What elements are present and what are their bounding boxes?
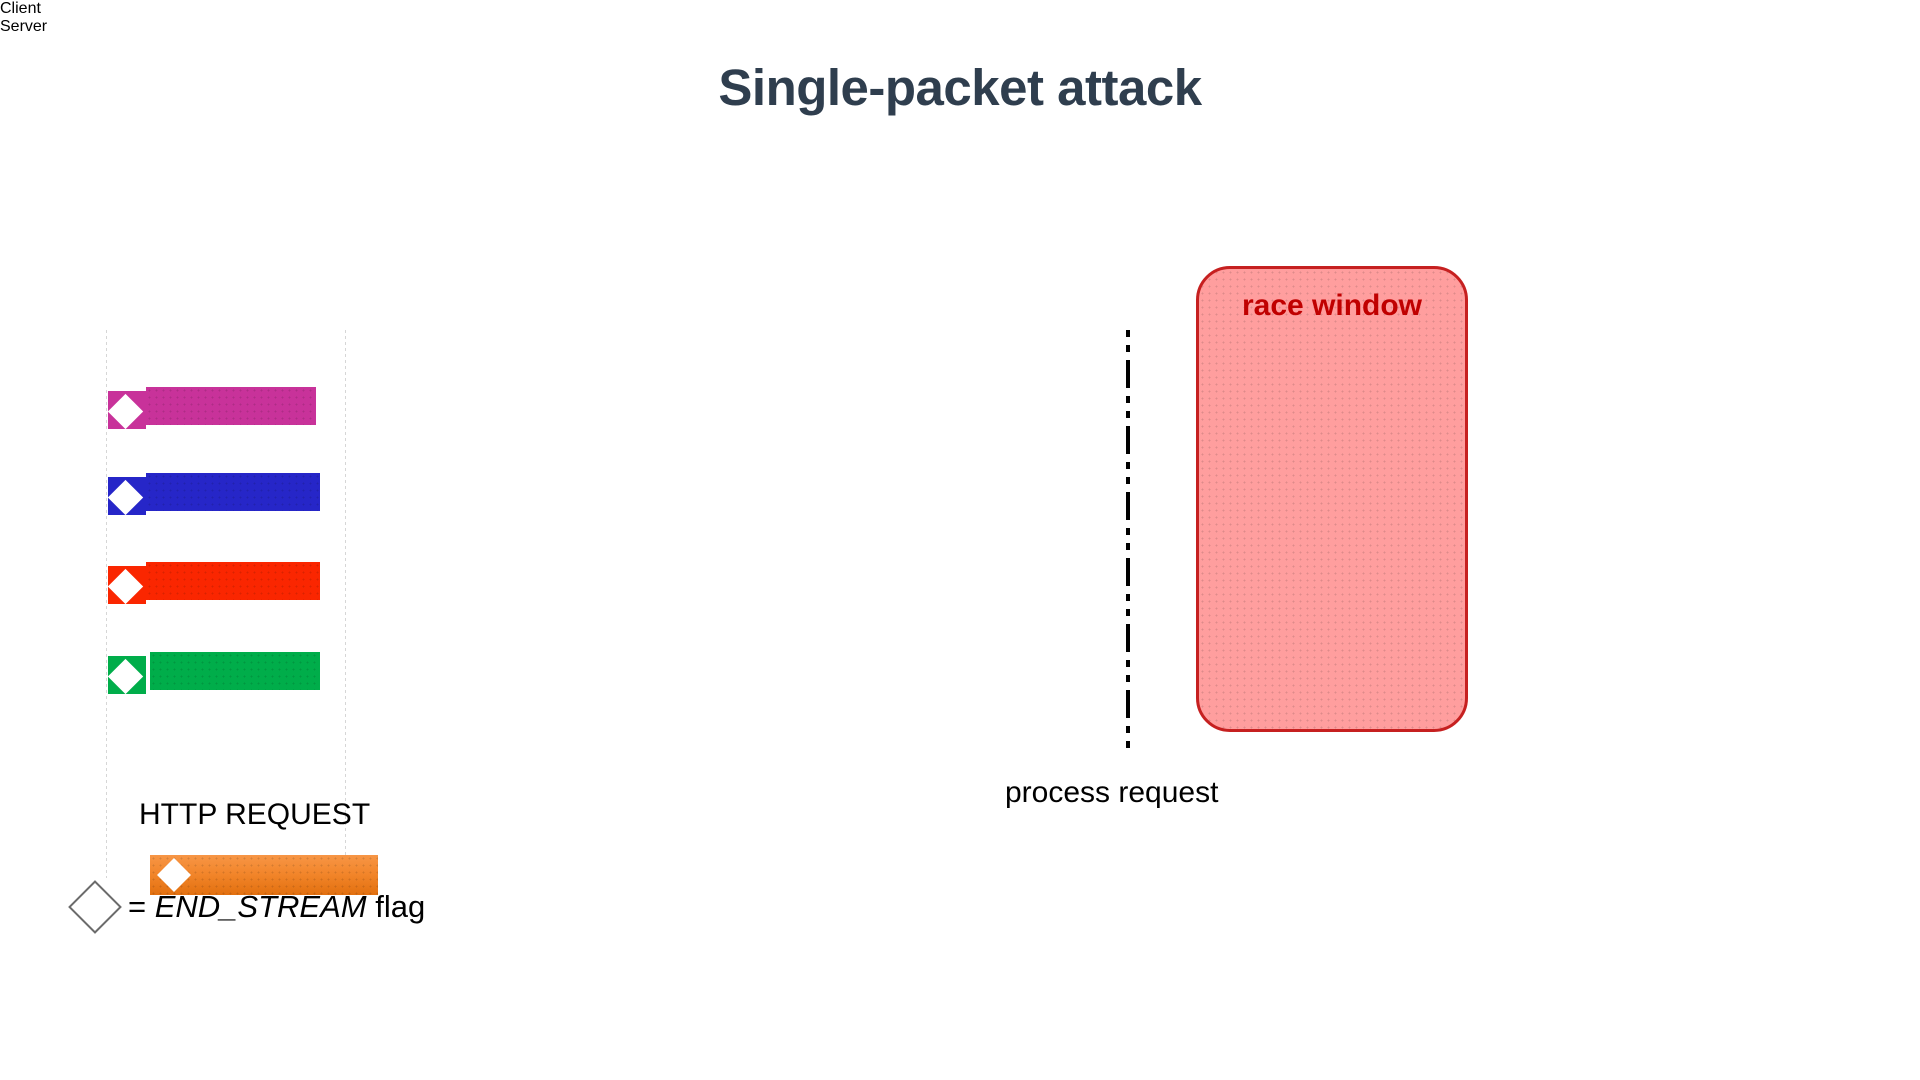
flag-name: END_STREAM: [154, 889, 367, 924]
request-bar-magenta: [107, 387, 316, 430]
end-stream-diamond-icon: [107, 393, 144, 430]
http-request-legend-label: HTTP REQUEST: [139, 798, 371, 831]
race-window-texture: [1199, 269, 1465, 729]
race-window-label: race window: [1241, 289, 1423, 322]
request-bar-header-segment: [107, 656, 146, 695]
request-bar-header-segment: [107, 566, 146, 605]
request-bar-texture: [150, 652, 320, 690]
end-stream-flag-text: = END_STREAM flag: [128, 889, 425, 925]
request-bar-red: [107, 562, 320, 605]
flag-equals-sign: =: [128, 889, 155, 924]
end-stream-diamond-icon: [107, 479, 144, 516]
request-bar-header-segment: [107, 391, 146, 430]
process-request-label: process request: [1005, 776, 1219, 809]
request-bar-body-segment: [146, 473, 320, 511]
dash-dot-line-icon: [1126, 330, 1130, 755]
end-stream-diamond-icon: [157, 858, 191, 892]
end-stream-diamond-icon: [107, 568, 144, 605]
request-bar-header-segment: [107, 477, 146, 516]
request-bar-texture: [146, 387, 316, 425]
request-bar-body-segment: [146, 562, 320, 600]
client-guide-line-0: [106, 330, 107, 878]
flag-suffix: flag: [366, 889, 426, 924]
request-bar-texture: [146, 473, 320, 511]
end-stream-diamond-icon: [107, 658, 144, 695]
page-title: Single-packet attack: [718, 59, 1202, 116]
request-bar-body-segment: [150, 652, 320, 690]
request-bar-green: [107, 652, 320, 695]
client-guide-line-1: [345, 330, 346, 878]
request-bar-body-segment: [146, 387, 316, 425]
race-window-box: race window: [1196, 266, 1468, 732]
request-bar-texture: [146, 562, 320, 600]
request-bar-blue: [107, 473, 320, 516]
client-column-heading: Client: [0, 0, 41, 17]
server-column-heading: Server: [0, 18, 48, 35]
end-stream-diamond-icon: [68, 880, 122, 934]
end-stream-flag-legend: = END_STREAM flag: [68, 880, 425, 934]
